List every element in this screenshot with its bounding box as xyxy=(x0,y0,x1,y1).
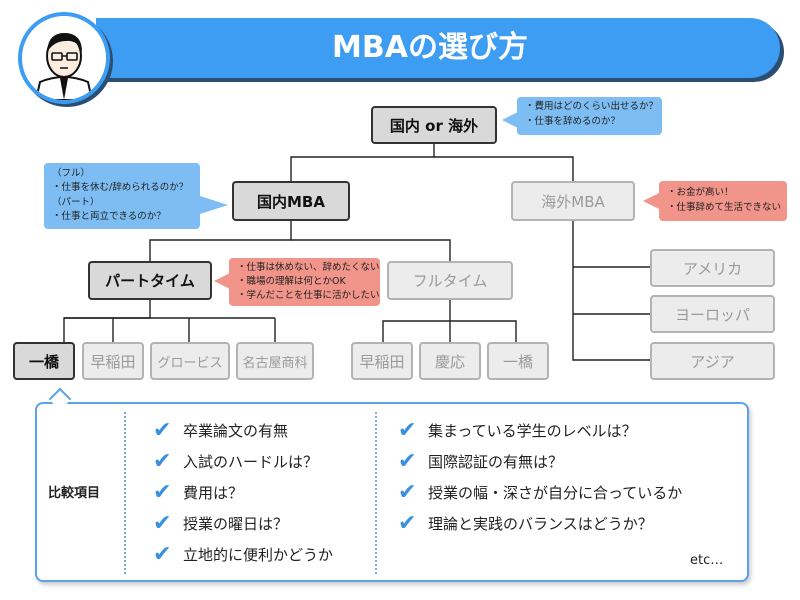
callout-domestic-pointer xyxy=(200,196,228,214)
checkmark-icon: ✔ xyxy=(153,448,172,474)
region-asia: アジア xyxy=(650,342,775,380)
callout-domestic-line-4: ・仕事と両立できるのか？ xyxy=(52,210,166,222)
callout-domestic-line-1: （フル） xyxy=(52,168,91,179)
comparison-panel xyxy=(35,402,749,582)
checkmark-icon: ✔ xyxy=(153,541,172,567)
compare-item-text: 入試のハードルは？ xyxy=(183,452,319,471)
callout-root-pointer xyxy=(502,112,518,128)
etc-label: etc… xyxy=(690,553,724,568)
node-overseas-mba: 海外MBA xyxy=(511,181,635,221)
compare-item-text: 集まっている学生のレベルは？ xyxy=(428,421,637,440)
checkmark-icon: ✔ xyxy=(153,417,172,443)
divider-left xyxy=(124,412,126,574)
callout-parttime-line-1: ・仕事は休めない、辞めたくない xyxy=(237,262,380,273)
compare-item-text: 授業の曜日は？ xyxy=(183,514,289,533)
school-hitotsubashi-parttime: 一橋 xyxy=(13,342,75,380)
compare-item: ✔ 集まっている学生のレベルは？ xyxy=(398,417,637,443)
compare-item: ✔ 授業の幅・深さが自分に合っているか xyxy=(398,479,682,505)
callout-root-line-1: ・費用はどのくらい出せるか？ xyxy=(525,101,659,112)
node-domestic-mba: 国内MBA xyxy=(232,181,350,221)
school-keio: 慶応 xyxy=(419,342,481,380)
compare-item-text: 国際認証の有無は？ xyxy=(428,452,564,471)
man-with-glasses-avatar-icon xyxy=(34,32,94,100)
node-domestic-or-overseas: 国内 or 海外 xyxy=(371,106,497,144)
title-banner xyxy=(96,18,780,78)
page-title: MBAの選び方 xyxy=(332,30,528,65)
callout-root-line-2: ・仕事を辞めるのか？ xyxy=(525,115,621,127)
compare-item: ✔ 立地的に便利かどうか xyxy=(153,541,333,567)
school-waseda-fulltime: 早稲田 xyxy=(351,342,413,380)
compare-item: ✔ 授業の曜日は？ xyxy=(153,510,288,536)
callout-domestic: （フル） ・仕事を休む/辞められるのか？ （パート） ・仕事と両立できるのか？ xyxy=(44,163,200,229)
checkmark-icon: ✔ xyxy=(398,479,417,505)
callout-domestic-line-2: ・仕事を休む/辞められるのか？ xyxy=(52,182,189,194)
checkmark-icon: ✔ xyxy=(153,479,172,505)
avatar xyxy=(18,12,110,104)
compare-item-text: 費用は？ xyxy=(183,483,244,502)
compare-item: ✔ 国際認証の有無は？ xyxy=(398,448,563,474)
compare-item: ✔ 卒業論文の有無 xyxy=(153,417,288,443)
compare-item-text: 授業の幅・深さが自分に合っているか xyxy=(428,483,683,502)
callout-parttime-pointer xyxy=(214,273,230,289)
callout-domestic-line-3: （パート） xyxy=(52,196,100,208)
region-america: アメリカ xyxy=(650,249,775,287)
school-globis: グロービス xyxy=(150,342,230,380)
school-hitotsubashi-fulltime: 一橋 xyxy=(487,342,549,380)
callout-parttime: ・仕事は休めない、辞めたくない ・職場の理解は何とかOK ・学んだことを仕事に活… xyxy=(229,258,380,306)
school-waseda-parttime: 早稲田 xyxy=(82,342,144,380)
checkmark-icon: ✔ xyxy=(398,448,417,474)
checkmark-icon: ✔ xyxy=(153,510,172,536)
checkmark-icon: ✔ xyxy=(398,510,417,536)
compare-item-text: 卒業論文の有無 xyxy=(183,421,289,440)
compare-item: ✔ 理論と実践のバランスはどうか？ xyxy=(398,510,653,536)
callout-overseas-line-1: ・お金が高い！ xyxy=(667,187,734,198)
compare-item: ✔ 入試のハードルは？ xyxy=(153,448,318,474)
compare-item-text: 理論と実践のバランスはどうか？ xyxy=(428,514,653,533)
compare-item: ✔ 費用は？ xyxy=(153,479,243,505)
callout-parttime-line-2: ・職場の理解は何とかOK xyxy=(237,275,346,287)
callout-root: ・費用はどのくらい出せるか？ ・仕事を辞めるのか？ xyxy=(517,97,662,135)
region-europe: ヨーロッパ xyxy=(650,295,775,333)
school-nagoya-shoka: 名古屋商科 xyxy=(236,342,314,380)
divider-middle xyxy=(375,412,377,574)
callout-overseas: ・お金が高い！ ・仕事辞めて生活できない xyxy=(659,181,787,221)
node-parttime: パートタイム xyxy=(88,261,212,300)
checkmark-icon: ✔ xyxy=(398,417,417,443)
callout-overseas-line-2: ・仕事辞めて生活できない xyxy=(667,201,782,213)
comparison-label: 比較項目 xyxy=(48,486,101,501)
callout-overseas-pointer xyxy=(643,193,659,209)
compare-item-text: 立地的に便利かどうか xyxy=(183,545,334,564)
node-fulltime: フルタイム xyxy=(387,261,513,300)
callout-parttime-line-3: ・学んだことを仕事に活かしたい xyxy=(237,289,380,301)
